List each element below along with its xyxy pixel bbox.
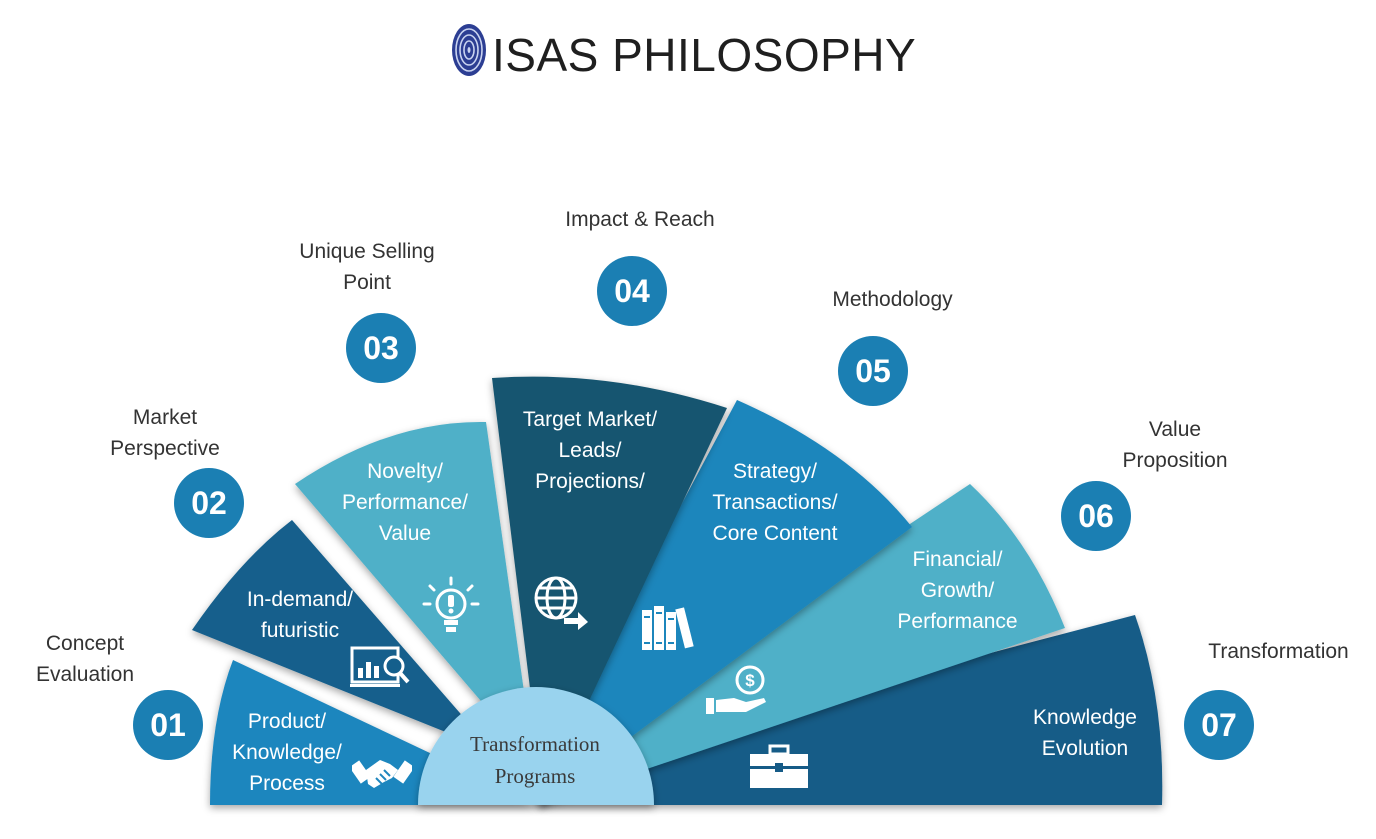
books-icon xyxy=(642,606,694,650)
segment-06 xyxy=(540,484,1065,805)
money-hand-icon: $ xyxy=(706,665,766,714)
header: ISAS PHILOSOPHY xyxy=(0,22,1376,92)
step-heading-02: Market Perspective xyxy=(110,406,220,460)
segment-text-03: Novelty/ Performance/ Value xyxy=(341,460,469,545)
segment-text-04: Target Market/ Leads/ Projections/ xyxy=(522,408,658,493)
analytics-monitor-icon xyxy=(350,646,410,687)
center-label: Transformation Programs xyxy=(470,732,600,788)
segment-text-07: Knowledge Evolution xyxy=(1033,706,1137,760)
step-heading-06: Value Proposition xyxy=(1122,418,1228,472)
center-semicircle xyxy=(418,687,654,805)
handshake-icon xyxy=(352,760,412,788)
step-number-07: 07 xyxy=(1184,690,1254,760)
segment-07 xyxy=(540,615,1163,805)
step-number-02: 02 xyxy=(174,468,244,538)
step-heading-01: Concept Evaluation xyxy=(35,632,135,686)
segment-text-01: Product/ Knowledge/ Process xyxy=(232,710,342,795)
fingerprint-icon xyxy=(452,24,486,76)
step-number-01: 01 xyxy=(133,690,203,760)
segment-03 xyxy=(295,421,540,805)
globe-icon xyxy=(534,576,588,630)
step-heading-05: Methodology xyxy=(832,288,953,311)
lightbulb-icon xyxy=(422,576,480,632)
briefcase-icon xyxy=(750,744,808,788)
step-number-04: 04 xyxy=(597,256,667,326)
step-number-05: 05 xyxy=(838,336,908,406)
step-heading-04: Impact & Reach xyxy=(565,208,715,231)
segment-text-02: In-demand/ futuristic xyxy=(246,588,354,642)
svg-text:$: $ xyxy=(745,671,755,690)
step-number-06: 06 xyxy=(1061,481,1131,551)
segment-text-05: Strategy/ Transactions/ Core Content xyxy=(712,460,838,545)
segment-05 xyxy=(540,400,912,805)
step-heading-07: Transformation xyxy=(1208,640,1349,663)
step-heading-03: Unique Selling Point xyxy=(299,240,435,294)
segment-text-06: Financial/ Growth/ Performance xyxy=(897,548,1018,633)
page-title: ISAS PHILOSOPHY xyxy=(492,29,917,81)
step-number-03: 03 xyxy=(346,313,416,383)
